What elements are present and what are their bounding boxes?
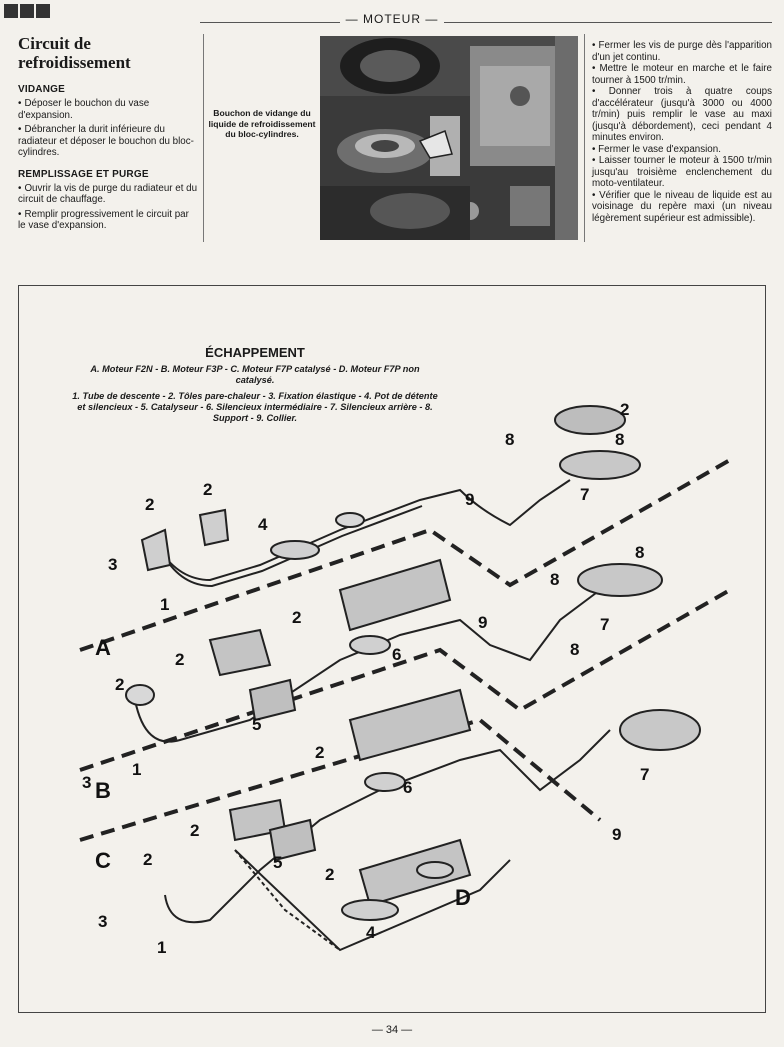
callout-5: 5 [252,715,261,734]
callout-8: 8 [615,430,624,449]
variant-label-c: C [95,848,111,873]
right-column: • Fermer les vis de purge dès l'appariti… [592,40,772,224]
callout-9: 9 [478,613,487,632]
callout-2: 2 [145,495,154,514]
procedure-item: • Laisser tourner le moteur à 1500 tr/mi… [592,155,772,189]
procedure-item: • Vérifier que le niveau de liquide est … [592,189,772,224]
callout-2: 2 [315,743,324,762]
callout-8: 8 [635,543,644,562]
photo-caption: Bouchon de vidange du liquide de refroid… [208,108,316,139]
exhaust-line-d [234,838,511,952]
callout-2: 2 [115,675,124,694]
callout-5: 5 [273,853,282,872]
remplissage-item: •Ouvrir la vis de purge du radiateur et … [18,182,198,206]
procedure-item: • Fermer le vase d'expansion. [592,143,721,155]
header-rule [200,22,772,23]
callout-1: 1 [160,595,169,614]
vidange-heading: VIDANGE [18,84,65,95]
callout-9: 9 [612,825,621,844]
variant-label-d: D [455,885,471,910]
exhaust-diagram-frame [18,285,766,1013]
exhaust-line-b [125,558,663,743]
separator-c-d [79,717,602,842]
remplissage-heading: REMPLISSAGE ET PURGE [18,168,149,180]
page-title: Circuit de refroidissement [18,34,131,72]
variant-label-a: A [95,635,111,660]
callout-7: 7 [580,485,589,504]
callout-8: 8 [570,640,579,659]
procedure-item: • Donner trois à quatre coups d'accéléra… [592,86,772,143]
diagram-legend: 1. Tube de descente - 2. Tôles pare-chal… [72,391,438,423]
callout-2: 2 [292,608,301,627]
vidange-item: •Déposer le bouchon du vase d'expansion. [18,98,150,121]
callout-4: 4 [258,515,268,534]
separator-a-b [79,458,731,652]
callout-6: 6 [403,778,412,797]
column-divider [584,34,585,242]
left-column: Circuit de refroidissement VIDANGE •Dépo… [18,34,198,235]
callout-2: 2 [203,480,212,499]
engine-block-photo [320,36,578,240]
page-number: — 34 — [371,1024,413,1036]
callout-2: 2 [175,650,184,669]
callout-2: 2 [325,865,334,884]
procedure-item: • Mettre le moteur en marche et le faire… [592,63,772,86]
callout-8: 8 [505,430,514,449]
diagram-subtitle: A. Moteur F2N - B. Moteur F3P - C. Moteu… [90,364,420,385]
variant-label-b: B [95,778,111,803]
callout-2: 2 [620,400,629,419]
callout-2: 2 [190,821,199,840]
section-header: — MOTEUR — [0,12,784,26]
callout-4: 4 [366,923,376,942]
callout-3: 3 [108,555,117,574]
vidange-item: •Débrancher la durit inférieure du radia… [18,124,194,158]
corner-logo-mark [4,4,74,20]
callout-1: 1 [132,760,141,779]
callout-8: 8 [550,570,559,589]
procedure-item: • Fermer les vis de purge dès l'appariti… [592,40,772,63]
callout-6: 6 [392,645,401,664]
callout-7: 7 [640,765,649,784]
remplissage-item: •Remplir progressivement le circuit par … [18,208,189,232]
callout-7: 7 [600,615,609,634]
exhaust-line-c [164,688,701,924]
callout-3: 3 [98,912,107,931]
callout-3: 3 [82,773,91,792]
exhaust-diagram: A B C D 1 2 2 3 4 9 7 8 8 2 2 6 9 7 8 8 … [79,400,731,957]
diagram-title: ÉCHAPPEMENT [205,345,305,360]
column-divider [203,34,204,242]
exhaust-line-a [140,405,641,588]
callout-9: 9 [465,490,474,509]
callout-1: 1 [157,938,166,957]
callout-2: 2 [143,850,152,869]
